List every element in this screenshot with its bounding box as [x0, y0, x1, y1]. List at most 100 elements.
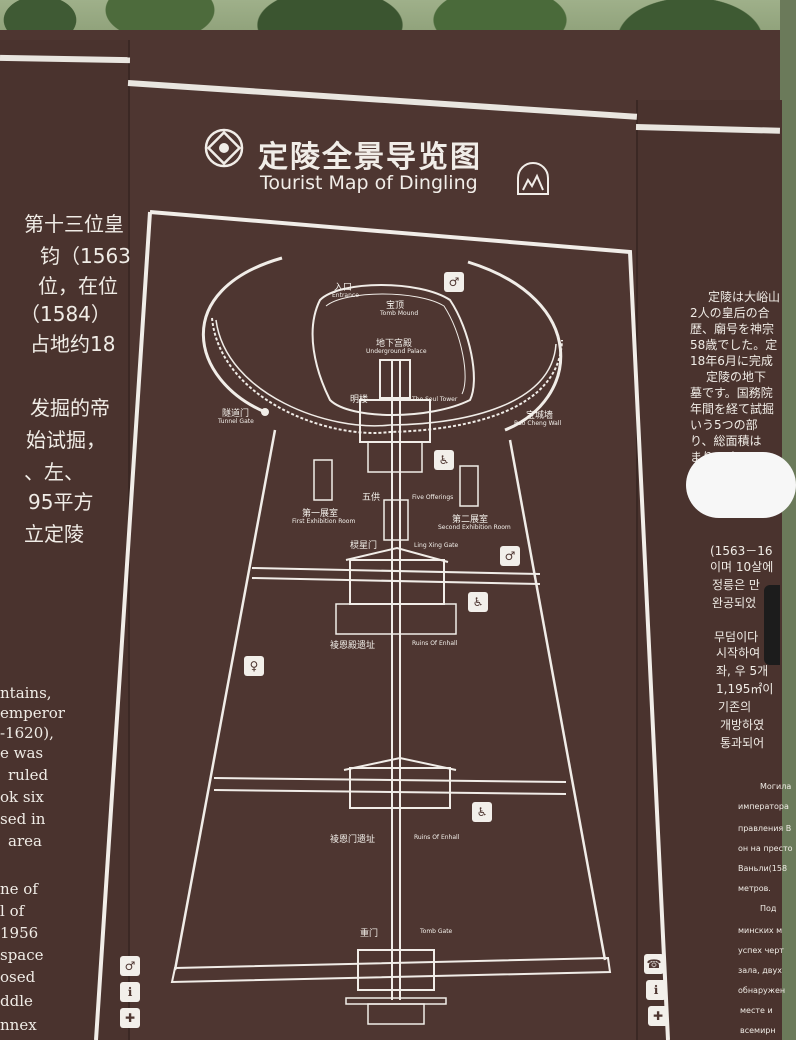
right-jp-line: 歴、廟号を神宗	[690, 322, 775, 336]
label-first-exhibition-en: First Exhibition Room	[292, 518, 356, 525]
label-tunnel-gate-cn: 隧道门	[222, 409, 250, 419]
right-jp-line: 年間を経て試掘	[690, 402, 775, 416]
first-aid-icon: ✚	[120, 1008, 140, 1028]
label-tomb-mound-en: Tomb Mound	[380, 310, 419, 317]
left-cn-line: 、左、	[24, 460, 84, 484]
left-en-line: e was	[0, 744, 44, 762]
right-kr-line: 완공되었	[712, 596, 757, 610]
glare-spot	[686, 452, 796, 518]
left-en-line: ntains,	[0, 684, 52, 702]
label-underground-palace-en: Underground Palace	[366, 348, 427, 355]
label-first-exhibition-cn: 第一展室	[302, 509, 339, 519]
label-enhall-ruins-2-cn: 祾恩门遗址	[330, 835, 376, 845]
label-underground-palace-cn: 地下宫殿	[376, 339, 413, 349]
label-second-exhibition-en: Second Exhibition Room	[438, 524, 511, 531]
label-enhall-ruins-1-cn: 祾恩殿遗址	[330, 641, 376, 651]
info-icon: ℹ	[120, 982, 140, 1002]
label-tomb-mound-cn: 宝顶	[386, 301, 405, 311]
left-en-line: 1956	[0, 924, 39, 942]
left-en-line: ok six	[0, 788, 44, 806]
right-kr-line: 1,195㎡이	[716, 682, 774, 696]
right-jp-line: 2人の皇后の合	[690, 306, 770, 320]
right-ru-line: он на престо	[738, 844, 793, 853]
right-jp-line: 定陵の地下	[706, 370, 767, 384]
left-cn-line: 始试掘，	[26, 428, 106, 452]
toilet-icon: ♂	[120, 956, 140, 976]
right-kr-line: 좌, 우 5개	[716, 664, 769, 678]
left-cn-line: 钧（1563	[40, 244, 131, 268]
right-ru-line: Под	[760, 904, 777, 913]
right-ru-line: Ваньли(158	[738, 864, 788, 873]
right-kr-line: 기존의	[718, 700, 752, 714]
phone-icon: ☎	[644, 954, 664, 974]
right-kr-line: 무덤이다	[714, 630, 759, 644]
right-jp-line: り、総面積は	[690, 434, 762, 448]
world-heritage-logo-icon	[204, 128, 244, 168]
left-en-line: l of	[0, 902, 25, 920]
label-entrance-cn: 入口	[334, 283, 353, 293]
right-ru-line: минских м	[738, 926, 783, 935]
right-kr-line: 정릉은 만	[712, 578, 760, 592]
right-kr-line: 시작하여	[716, 646, 761, 660]
first-aid-icon: ✚	[648, 1006, 668, 1026]
label-soul-tower-cn: 明楼	[350, 395, 369, 405]
info-icon: ℹ	[646, 980, 666, 1000]
label-five-offerings-en: Five Offerings	[412, 494, 454, 501]
label-entrance-en: Entrance	[332, 292, 359, 299]
right-ru-line: Могила	[760, 782, 792, 791]
label-tomb-gate-en: Tomb Gate	[420, 928, 453, 935]
right-ru-line: успех черт	[738, 946, 784, 955]
left-cn-line: 位，在位	[38, 274, 118, 298]
right-jp-line: 18年6月に完成	[690, 354, 773, 368]
left-en-line: nnex	[0, 1016, 37, 1034]
right-ru-line: всемирн	[740, 1026, 776, 1035]
right-jp-line: いう5つの部	[690, 418, 758, 432]
label-enhall-ruins-2-en: Ruins Of Enhall	[414, 834, 460, 841]
wheelchair-icon: ♿	[472, 802, 492, 822]
label-ling-xing-gate-en: Ling Xing Gate	[414, 542, 459, 549]
left-cn-line: 立定陵	[24, 522, 84, 546]
left-en-line: space	[0, 946, 44, 964]
right-ru-line: обнаружен	[738, 986, 786, 995]
tourist-map	[94, 210, 670, 1040]
right-ru-line: императора	[738, 802, 789, 811]
right-kr-line: (1563－16	[710, 544, 773, 558]
label-enhall-ruins-1-en: Ruins Of Enhall	[412, 640, 458, 647]
label-bao-cheng-wall-en: Bao Cheng Wall	[514, 420, 562, 427]
right-jp-line: 定陵は大峪山	[708, 290, 781, 304]
black-clip	[764, 585, 780, 665]
tomb-emblem-icon	[517, 162, 549, 195]
label-bao-cheng-wall-cn: 宝城墙	[526, 411, 554, 421]
toilet-icon: ♂	[444, 272, 464, 292]
left-en-line: emperor	[0, 704, 65, 722]
sign-title-cn: 定陵全景导览图	[258, 140, 482, 175]
label-ling-xing-gate-cn: 棂星门	[350, 541, 378, 551]
right-ru-line: правления В	[738, 824, 792, 833]
right-ru-line: месте и	[740, 1006, 773, 1015]
right-ru-line: метров.	[738, 884, 771, 893]
left-cn-line: 发掘的帝	[30, 396, 110, 420]
right-ru-line: зала, двух	[738, 966, 782, 975]
left-en-line: area	[8, 832, 42, 850]
right-kr-line: 통과되어	[720, 736, 765, 750]
label-five-offerings-cn: 五供	[362, 493, 381, 503]
label-second-exhibition-cn: 第二展室	[452, 515, 489, 525]
sign-title-en: Tourist Map of Dingling	[260, 172, 478, 194]
right-kr-line: 이며 10살에	[710, 560, 774, 574]
right-jp-line: 墓です。国務院	[690, 386, 773, 400]
toilet-icon: ♂	[500, 546, 520, 566]
left-en-line: ddle	[0, 992, 33, 1010]
left-en-line: -1620),	[0, 724, 54, 742]
label-tunnel-gate-en: Tunnel Gate	[218, 418, 254, 425]
left-en-line: osed	[0, 968, 36, 986]
right-kr-line: 개방하였	[720, 718, 765, 732]
left-cn-line: 占地约18	[30, 332, 116, 356]
left-cn-line: 第十三位皇	[24, 212, 124, 236]
right-jp-line: 58歳でした。定	[690, 338, 778, 352]
left-cn-line: 95平方	[28, 490, 94, 514]
wheelchair-icon: ♿	[434, 450, 454, 470]
toilet-icon: ♀	[244, 656, 264, 676]
label-soul-tower-en: The Soul Tower	[412, 396, 458, 403]
wheelchair-icon: ♿	[468, 592, 488, 612]
left-en-line: ruled	[8, 766, 49, 784]
